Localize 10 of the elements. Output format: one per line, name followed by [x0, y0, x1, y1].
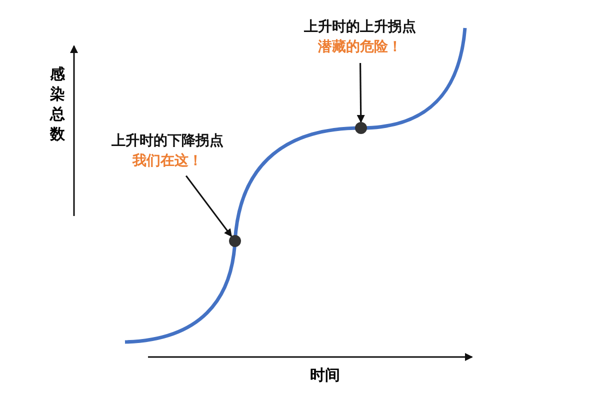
arrow [185, 175, 232, 237]
point-marker [355, 122, 367, 134]
callout-note: 我们在这！ [131, 152, 204, 171]
callout-note: 潜藏的危险！ [317, 38, 403, 57]
axis-title: 感染总数 [50, 64, 65, 144]
axis-title: 时间 [310, 366, 340, 385]
callout-heading: 上升时的下降拐点 [110, 132, 224, 151]
point-marker [229, 235, 241, 247]
callout-heading: 上升时的上升拐点 [303, 18, 417, 37]
arrow [356, 63, 365, 123]
